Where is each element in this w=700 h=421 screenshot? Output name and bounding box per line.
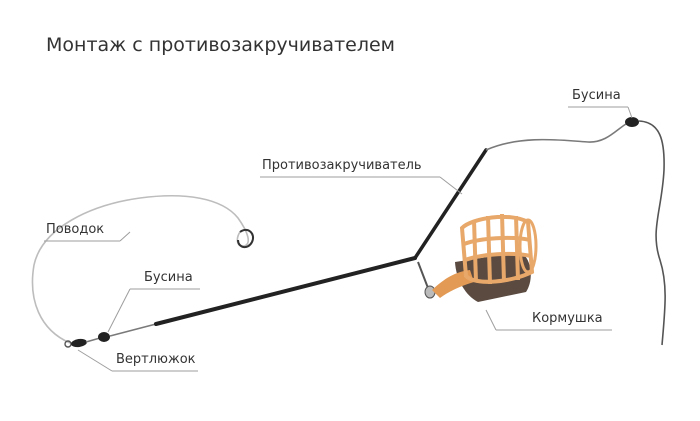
label-swivel: Вертлюжок: [116, 352, 196, 367]
bead-top-icon: [625, 117, 639, 127]
feeder-arm: [432, 270, 474, 298]
anti-twist-rod-short: [413, 148, 488, 260]
label-bead-mid: Бусина: [144, 270, 193, 285]
page-title: Монтаж с противозакручивателем: [46, 34, 396, 56]
snap-link: [417, 261, 429, 289]
mainline-top: [485, 123, 627, 151]
label-feeder: Кормушка: [532, 311, 603, 326]
bead-mid-icon: [98, 332, 110, 342]
label-anti-twist: Противозакручиватель: [262, 158, 422, 173]
feeder-cage: [459, 213, 535, 285]
snap-icon: [424, 285, 436, 299]
leader-line: [31, 195, 250, 344]
mainline-segment: [109, 323, 157, 337]
hook-icon: [237, 228, 254, 248]
mainline-end: [638, 120, 666, 346]
label-leaders: [44, 106, 633, 372]
anti-twist-rod-long: [154, 256, 417, 326]
label-bead-top: Бусина: [572, 88, 621, 103]
swivel-icon: [71, 338, 87, 348]
label-leader: Поводок: [46, 222, 105, 237]
swivel-ring-icon: [64, 340, 72, 348]
feeder-cage-end: [518, 218, 538, 274]
swivel-line: [85, 337, 101, 343]
